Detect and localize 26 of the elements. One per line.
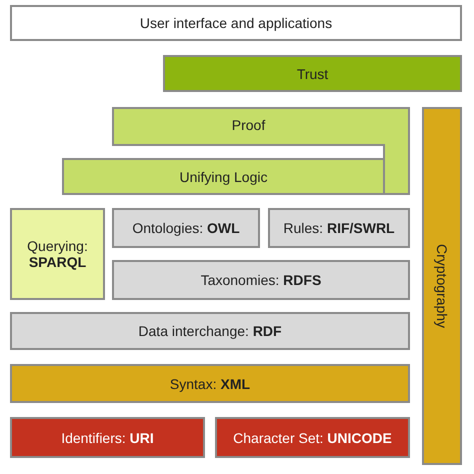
layer-shape [112,107,410,195]
layer-label: Unifying Logic [180,168,268,184]
layer-box [112,208,260,248]
layer-box [163,55,462,92]
layer-box [112,260,410,300]
layer-box [10,5,462,41]
layer-box [10,417,205,458]
layer-box [62,158,385,195]
layer-box [10,208,105,300]
layer-box [268,208,410,248]
layer-label: Cryptography [434,244,450,328]
layer-label: Taxonomies: RDFS [200,272,322,288]
layer-label: Identifiers: URI [61,430,154,446]
layer-label: Character Set: UNICODE [233,430,392,446]
layer-label: Data interchange: RDF [138,323,282,339]
layer-label: Querying: SPARQL [26,238,89,270]
layer-box [10,364,410,403]
layer-box [215,417,410,458]
layer-label: Proof [232,117,266,133]
layer-box [10,312,410,350]
layer-label: Trust [296,66,328,82]
layer-label: Rules: RIF/SWRL [283,220,395,236]
layer-label: User interface and applications [140,15,332,31]
layer-column [422,107,462,465]
layer-label: Ontologies: OWL [132,220,240,236]
layer-label: Syntax: XML [170,376,250,392]
